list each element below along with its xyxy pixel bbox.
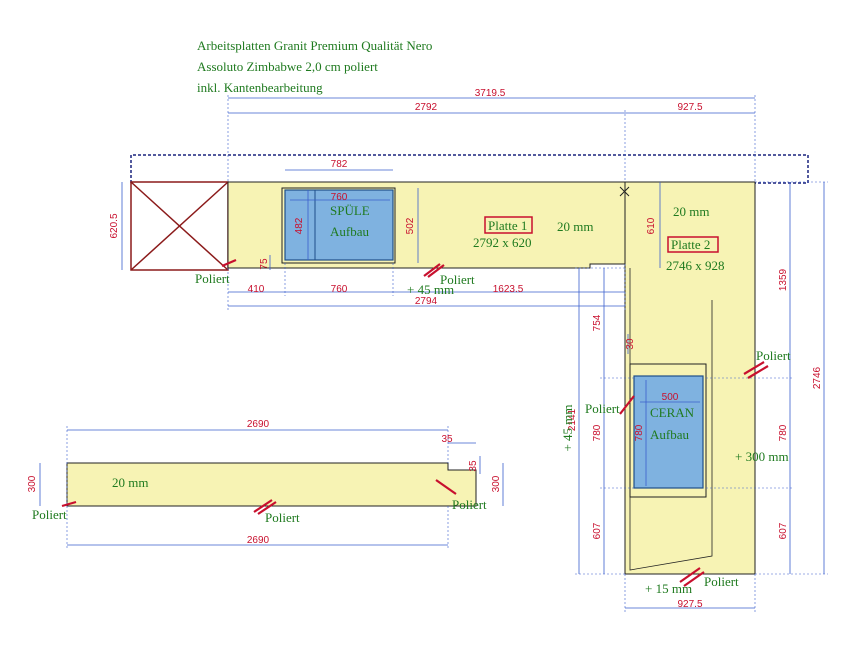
- dim-p2-depth-top: 610: [646, 217, 657, 234]
- plate-1-thickness: 20 mm: [557, 219, 593, 234]
- dim-right-607: 607: [778, 522, 789, 539]
- dim-strip-width-bottom: 2690: [247, 535, 270, 546]
- appliance-cross-2: [130, 181, 229, 271]
- dim-sink-offset: 410: [248, 284, 265, 295]
- dim-p2-bottom-width: 927.5: [677, 599, 702, 610]
- plate-2-extra-right: + 300 mm: [735, 449, 789, 464]
- dim-hob-width: 500: [662, 392, 679, 403]
- dim-p1-bottom-total: 2794: [415, 296, 438, 307]
- dim-left-754: 754: [592, 314, 603, 331]
- dim-strip-notch-h: 35: [468, 460, 479, 472]
- polished-label-2: Poliert: [440, 272, 475, 287]
- hob-sub-label: Aufbau: [650, 427, 689, 442]
- dim-strip-notch: 35: [441, 434, 453, 445]
- dim-sink-depth-outer: 502: [405, 217, 416, 234]
- plate-2-size: 2746 x 928: [666, 258, 725, 273]
- plate-2-thickness: 20 mm: [673, 204, 709, 219]
- dim-small-75: 75: [259, 258, 270, 270]
- dim-sink-width-bottom: 760: [331, 284, 348, 295]
- dim-strip-width-top: 2690: [247, 419, 270, 430]
- sink-cutout-frame: [281, 187, 396, 264]
- dim-p1-width: 2792: [415, 102, 438, 113]
- plate-1-name-box: [484, 216, 533, 234]
- dim-small-30: 30: [625, 338, 636, 350]
- sink-sub-label: Aufbau: [330, 224, 369, 239]
- polished-label-3: Poliert: [756, 348, 791, 363]
- dim-right-2746: 2746: [812, 366, 823, 389]
- dim-p2-width: 927.5: [677, 102, 702, 113]
- plate-2-extra-bottom: + 15 mm: [645, 581, 692, 596]
- dim-sink-depth: 482: [294, 217, 305, 234]
- polished-label-6: Poliert: [32, 507, 67, 522]
- dim-left-2141: 2141: [567, 408, 578, 431]
- dim-left-607: 607: [592, 522, 603, 539]
- polished-label-8: Poliert: [452, 497, 487, 512]
- hob-label: CERAN: [650, 405, 695, 420]
- dim-total-width: 3719.5: [475, 88, 506, 99]
- dim-p1-rest: 1623.5: [493, 284, 524, 295]
- plate-1-extra: + 45 mm: [407, 282, 454, 297]
- polished-label-7: Poliert: [265, 510, 300, 525]
- plate-1-name: Platte 1: [488, 218, 527, 233]
- polished-label-4: Poliert: [585, 401, 620, 416]
- plate-2-extra-left: + 45 mm: [560, 404, 575, 451]
- plate-1-size: 2792 x 620: [473, 235, 532, 250]
- dim-left-780: 780: [592, 424, 603, 441]
- hob-cutout: [633, 375, 704, 489]
- dim-strip-h-right: 300: [491, 475, 502, 492]
- wall-outline: [130, 154, 809, 184]
- header-line-1: Arbeitsplatten Granit Premium Qualität N…: [197, 38, 433, 53]
- dim-p1-depth: 620.5: [109, 213, 120, 238]
- dim-sink-cut-inner: 760: [331, 192, 348, 203]
- polished-label-5: Poliert: [704, 574, 739, 589]
- hob-cutout-frame: [629, 363, 707, 498]
- dim-right-1359: 1359: [778, 268, 789, 291]
- header-line-2: Assoluto Zimbabwe 2,0 cm poliert: [197, 59, 378, 74]
- sink-label: SPÜLE: [330, 203, 370, 218]
- sink-cutout: [284, 189, 394, 261]
- dim-strip-h-left: 300: [27, 475, 38, 492]
- dim-sink-cut-outer: 782: [331, 159, 348, 170]
- plate-2-name: Platte 2: [671, 237, 710, 252]
- strip-thickness: 20 mm: [112, 475, 148, 490]
- polished-label-1: Poliert: [195, 271, 230, 286]
- plate-2-name-box: [667, 236, 719, 253]
- joint-x-2: [619, 186, 630, 197]
- dim-hob-depth: 780: [634, 424, 645, 441]
- dim-right-780: 780: [778, 424, 789, 441]
- header-line-3: inkl. Kantenbearbeitung: [197, 80, 323, 95]
